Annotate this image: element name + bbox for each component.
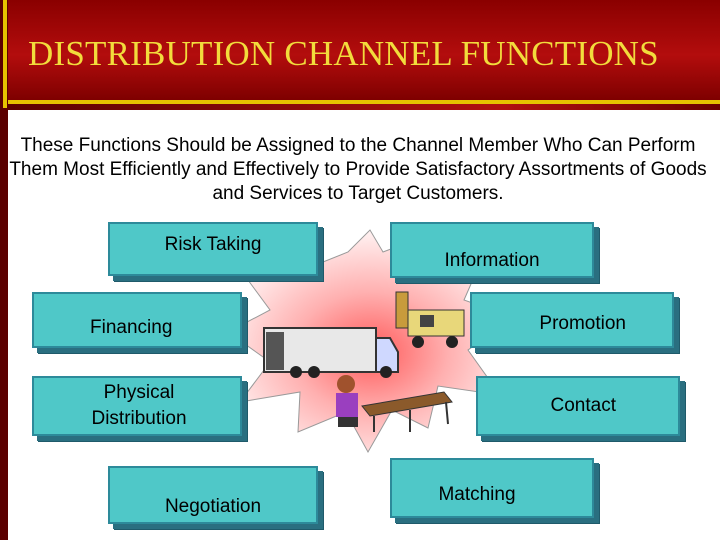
function-label: Promotion <box>539 313 626 334</box>
title-bar <box>8 0 720 100</box>
function-label: Matching <box>438 484 516 505</box>
function-risk-taking: Risk Taking <box>108 222 318 276</box>
intro-text: These Functions Should be Assigned to th… <box>9 135 707 204</box>
page-title: DISTRIBUTION CHANNEL FUNCTIONS <box>28 34 659 73</box>
content-area: These Functions Should be Assigned to th… <box>8 110 720 540</box>
function-label: Physical Distribution <box>91 382 187 429</box>
title-underline <box>8 100 720 104</box>
function-information: Information <box>390 222 594 278</box>
function-promotion: Promotion <box>470 292 674 348</box>
starburst-illustration <box>227 229 516 454</box>
accent-rule <box>3 0 7 108</box>
function-label: Financing <box>90 317 173 338</box>
forklift-icon <box>395 291 465 348</box>
truck-icon <box>263 327 399 378</box>
function-label: Negotiation <box>164 496 262 517</box>
function-contact: Contact <box>476 376 680 436</box>
function-label: Risk Taking <box>164 234 262 255</box>
function-negotiation: Negotiation <box>108 466 318 524</box>
function-label: Information <box>444 250 540 271</box>
function-matching: Matching <box>390 458 594 518</box>
function-label: Contact <box>550 395 616 416</box>
function-financing: Financing <box>32 292 242 348</box>
function-physical-distribution: Physical Distribution <box>32 376 242 436</box>
worker-at-conveyor-icon <box>336 375 453 432</box>
